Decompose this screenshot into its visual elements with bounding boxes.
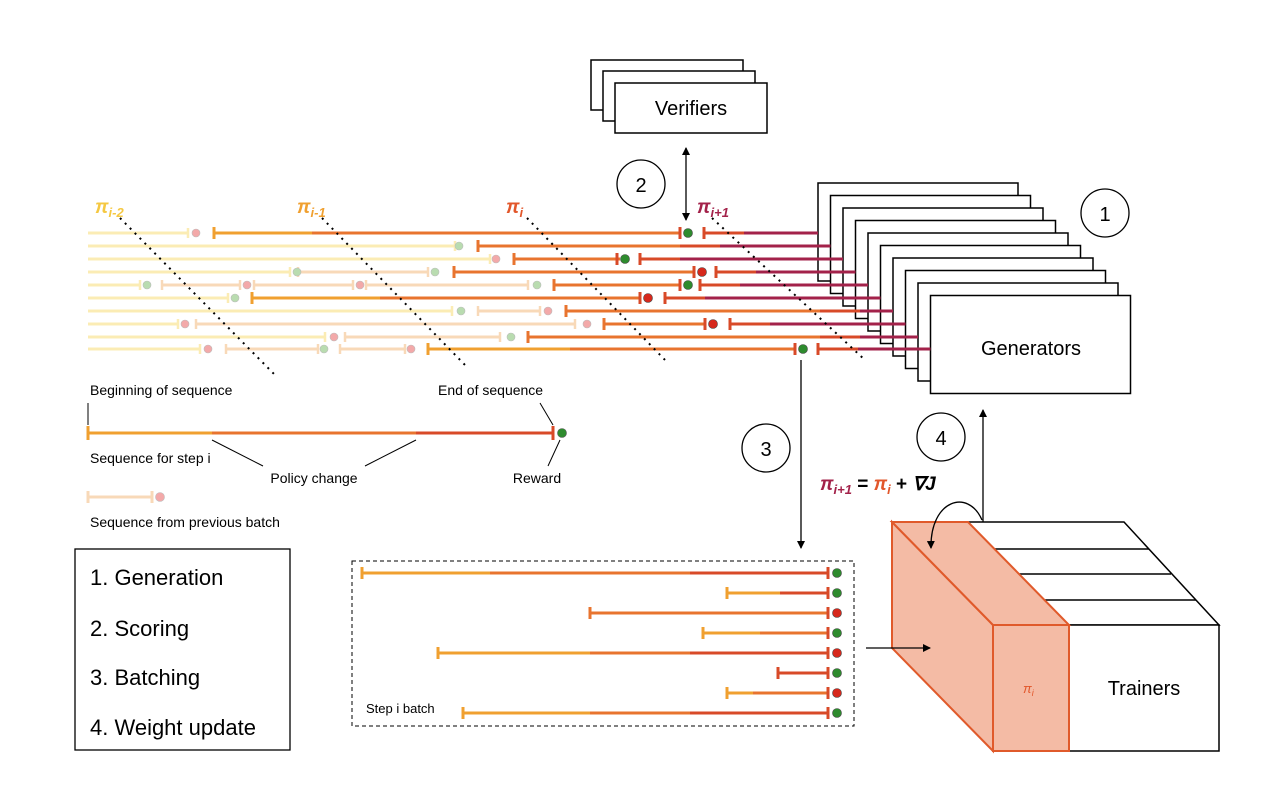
trainers-block: πi Trainers (889, 519, 1221, 754)
policy-separators (119, 217, 866, 376)
step-generation: 1. Generation (90, 565, 223, 590)
reward-dot (708, 319, 718, 329)
policy-label-pi-i: πi (506, 197, 524, 220)
old-reward-dot (180, 319, 190, 329)
policy-label-pi-i-1: πi-1 (297, 197, 326, 220)
old-reward-dot (355, 280, 365, 290)
step-batch-box (351, 560, 855, 727)
legend-previous-batch-line (86, 491, 165, 503)
step-1-marker: 1 (1080, 188, 1130, 238)
batch-reward-dot (832, 668, 842, 678)
batch-reward-dot (832, 568, 842, 578)
reward-dot (683, 280, 693, 290)
old-reward-dot (543, 306, 553, 316)
old-reward-dot (191, 228, 201, 238)
old-reward-dot (491, 254, 501, 264)
old-reward-dot (292, 267, 302, 277)
step-batch-label: Step i batch (366, 701, 435, 716)
step-scoring: 2. Scoring (90, 616, 189, 641)
svg-text:2: 2 (635, 175, 646, 197)
generator-frame (929, 294, 1132, 395)
svg-text:3: 3 (760, 439, 771, 461)
batch-reward-dot (832, 648, 842, 658)
policy-label-pi-i-2: πi-2 (95, 197, 124, 220)
generators-stack (817, 182, 1132, 395)
policy-label-pi-i+1: πi+1 (697, 197, 729, 220)
batch-reward-dot (832, 628, 842, 638)
legend-sequence-step: Sequence for step i (90, 450, 211, 466)
batch-reward-dot (832, 688, 842, 698)
old-reward-dot (230, 293, 240, 303)
generators-label: Generators (981, 338, 1081, 360)
old-reward-dot (456, 306, 466, 316)
batch-reward-dot (832, 708, 842, 718)
old-reward-dot (203, 344, 213, 354)
legend-reward: Reward (513, 470, 561, 486)
old-reward-dot (142, 280, 152, 290)
separator-pi-i-2 (119, 217, 276, 376)
legend-end: End of sequence (438, 382, 543, 398)
separator-pi-i (526, 217, 668, 363)
gradient-update-arrow (926, 501, 983, 549)
steps-box: 1. Generation 2. Scoring 3. Batching 4. … (74, 548, 291, 751)
verifiers-stack: Verifiers (590, 59, 768, 134)
old-reward-dot (532, 280, 542, 290)
sequence-legend: Beginning of sequence End of sequence Se… (86, 382, 567, 530)
reward-dot (798, 344, 808, 354)
legend-beginning: Beginning of sequence (90, 382, 233, 398)
step-4-marker: 4 (916, 412, 966, 462)
trainers-label: Trainers (1108, 678, 1181, 700)
old-reward-dot (319, 344, 329, 354)
verifiers-label: Verifiers (655, 98, 727, 120)
step-2-marker: 2 (616, 159, 666, 209)
reward-dot (620, 254, 630, 264)
step-3-marker: 3 (741, 423, 791, 473)
old-reward-dot (242, 280, 252, 290)
legend-sequence-line (86, 426, 567, 440)
separator-pi-i-1 (321, 217, 466, 366)
reward-dot (643, 293, 653, 303)
old-reward-dot (406, 344, 416, 354)
svg-text:4: 4 (935, 428, 946, 450)
step-weight-update: 4. Weight update (90, 715, 256, 740)
batch-reward-dot (832, 608, 842, 618)
batch-sequences (360, 567, 842, 719)
old-reward-dot (582, 319, 592, 329)
reward-dot (683, 228, 693, 238)
sequence-rows (88, 227, 931, 355)
legend-policy-change: Policy change (270, 470, 357, 486)
old-reward-dot (454, 241, 464, 251)
legend-previous-batch: Sequence from previous batch (90, 514, 280, 530)
step-batching: 3. Batching (90, 665, 200, 690)
trainer-pi-label: πi (1023, 681, 1035, 698)
reward-dot (697, 267, 707, 277)
old-reward-dot (506, 332, 516, 342)
old-reward-dot (329, 332, 339, 342)
svg-text:1: 1 (1099, 204, 1110, 226)
update-equation: πi+1 = πi + ∇J (820, 474, 936, 497)
old-reward-dot (430, 267, 440, 277)
batch-reward-dot (832, 588, 842, 598)
